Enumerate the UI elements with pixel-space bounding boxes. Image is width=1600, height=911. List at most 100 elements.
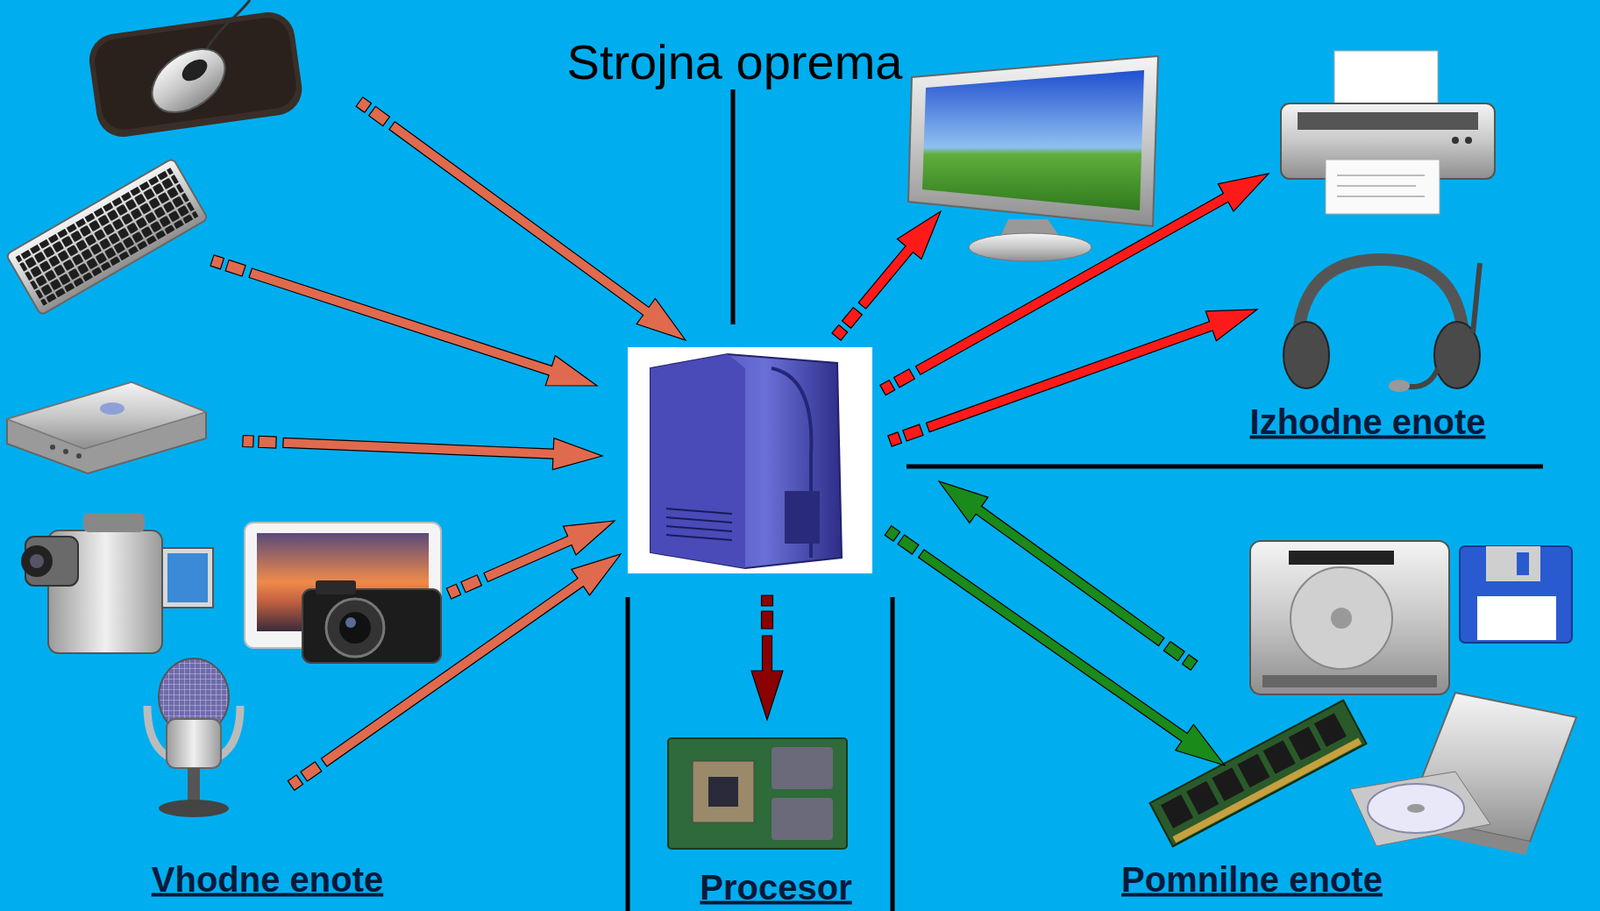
flow-arrow <box>880 173 1269 396</box>
microphone-icon-part <box>158 799 229 818</box>
arrow-dash <box>903 424 924 441</box>
printer-icon <box>1280 50 1495 214</box>
camcorder-icon <box>21 512 214 654</box>
arrow-shaft <box>858 211 941 309</box>
hard-disk-icon-part <box>1250 540 1450 695</box>
arrow-dash <box>1163 640 1185 661</box>
camcorder-icon-part <box>21 545 53 577</box>
scanner-icon-part <box>76 453 82 459</box>
processor-chip-part <box>692 760 754 823</box>
computer-tower <box>627 347 873 574</box>
mouse-icon-part <box>85 8 306 141</box>
arrow-dash <box>446 583 461 599</box>
scanner-icon-part <box>7 382 207 449</box>
floppy-icon-part <box>1486 546 1541 582</box>
arrow-dash <box>1181 654 1197 671</box>
group-label: Procesor <box>699 867 852 908</box>
keyboard-icon <box>6 157 209 315</box>
computer-tower-part-part <box>666 508 733 514</box>
hard-disk-icon <box>1250 540 1450 695</box>
arrow-shaft <box>389 121 686 341</box>
cd-drive-icon-part <box>1350 771 1491 847</box>
flow-arrow <box>751 595 783 720</box>
printer-icon-part <box>1464 136 1472 144</box>
arrow-shaft <box>320 554 621 767</box>
arrow-dash <box>210 255 224 270</box>
camcorder-icon-part <box>162 547 214 608</box>
group-label: Pomnilne enote <box>1121 860 1383 900</box>
scanner-icon-part <box>7 382 207 474</box>
camera-icon-part <box>315 580 356 595</box>
arrow-dash <box>880 379 896 395</box>
printer-icon-part-part <box>1336 195 1425 198</box>
hard-disk-icon-part <box>1290 567 1393 669</box>
cd-drive-icon <box>1350 692 1577 855</box>
mouse-icon <box>85 0 306 141</box>
camera-icon <box>244 522 441 663</box>
printer-icon-part <box>1451 136 1459 144</box>
arrow-dash <box>761 595 774 606</box>
cd-drive-icon-part <box>1407 803 1425 813</box>
microphone-icon-part <box>187 768 200 804</box>
computer-tower-part <box>627 347 873 574</box>
monitor-icon-part <box>968 233 1092 262</box>
printer-icon-part-part <box>1336 184 1416 187</box>
flow-arrow <box>832 211 941 341</box>
keyboard-icon-part <box>6 157 209 315</box>
scanner-icon-part <box>49 444 56 450</box>
group-label: Izhodne enote <box>1250 402 1487 442</box>
processor-chip <box>668 738 847 849</box>
hard-disk-icon-part <box>1330 607 1352 629</box>
headphones-icon-part <box>1472 263 1480 334</box>
mouse-icon-part <box>203 0 250 55</box>
camera-icon-part <box>302 589 441 663</box>
printer-icon-part-part <box>1336 174 1425 177</box>
divider-line-part <box>906 464 1544 470</box>
flow-arrow <box>938 481 1198 670</box>
monitor-icon-part <box>908 56 1159 227</box>
scanner-icon-part <box>99 402 125 415</box>
flow-arrow <box>210 255 598 386</box>
arrow-dash <box>888 432 903 447</box>
arrow-dash <box>832 325 848 342</box>
computer-tower-part-part <box>666 526 733 532</box>
mouse-icon-part <box>140 35 237 126</box>
arrow-dash <box>369 106 391 126</box>
flow-arrow <box>242 435 603 470</box>
printer-icon-part <box>1336 175 1425 197</box>
flow-arrow <box>355 97 686 341</box>
arrow-shaft <box>248 268 598 386</box>
scanner-icon <box>7 382 207 474</box>
processor-chip-part <box>771 746 833 790</box>
arrow-shaft <box>925 309 1258 433</box>
headphones-icon <box>1283 259 1480 392</box>
microphone-icon <box>147 658 241 818</box>
divider-line-part <box>625 597 631 911</box>
keyboard-icon-part <box>15 167 200 306</box>
ram-module-icon-part-part <box>1160 794 1194 829</box>
divider-line-part <box>890 597 896 911</box>
scanner-icon-part <box>63 448 69 455</box>
floppy-icon-part <box>1459 546 1572 643</box>
computer-tower-part-part <box>666 534 733 541</box>
ram-module-icon-part-part <box>1186 781 1219 816</box>
mouse-icon-part-part <box>85 8 306 141</box>
microphone-icon-part <box>166 718 221 768</box>
arrow-layer <box>210 97 1269 791</box>
camcorder-icon-part <box>83 512 145 533</box>
arrow-dash <box>225 259 246 277</box>
floppy-icon <box>1459 546 1572 643</box>
computer-tower-part <box>650 354 842 569</box>
processor-chip-part <box>771 797 833 840</box>
ram-module-icon-part-part <box>1211 767 1245 802</box>
cd-drive-icon-part <box>1367 783 1465 833</box>
divider-line-part <box>731 89 736 325</box>
arrow-dash <box>258 435 278 448</box>
ram-module-icon-part-part <box>1314 712 1347 747</box>
ram-module-icon-part-part <box>1288 726 1322 761</box>
floppy-icon-part <box>1516 552 1529 576</box>
ram-module-icon-part <box>1149 700 1366 847</box>
flow-arrow <box>287 554 621 790</box>
camera-icon-part <box>326 598 384 657</box>
